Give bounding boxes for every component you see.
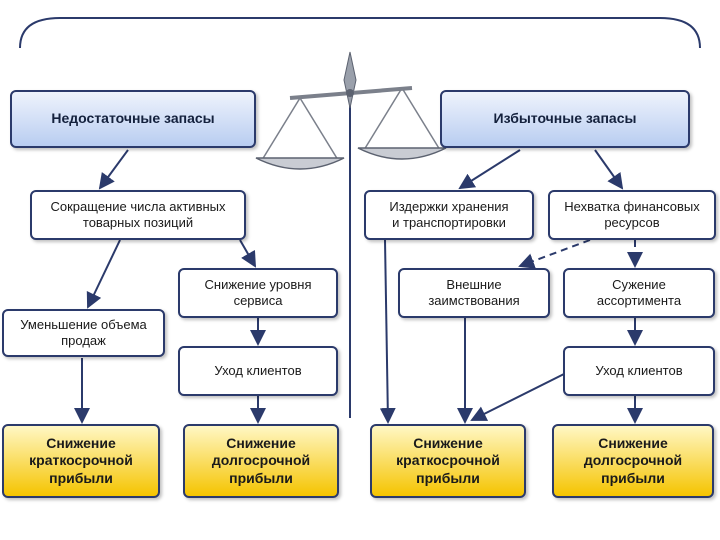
result-short-term-profit-right: Снижение краткосрочной прибыли <box>370 424 526 498</box>
arrow-reduction-to-sales <box>86 239 121 309</box>
top-frame-arc <box>19 17 701 49</box>
box-sales-volume-drop: Уменьшение объема продаж <box>2 309 165 357</box>
arrow-customerloss-to-shortterm <box>470 371 569 421</box>
box-external-borrowing: Внешние заимствования <box>398 268 550 318</box>
arrow-header-to-storage <box>458 149 521 190</box>
header-excess-stock: Избыточные запасы <box>440 90 690 148</box>
result-short-term-profit-left: Снижение краткосрочной прибыли <box>2 424 160 498</box>
arrow-funds-to-borrowing <box>518 239 591 269</box>
box-customer-loss-right: Уход клиентов <box>563 346 715 396</box>
box-assortment-narrowing: Сужение ассортимента <box>563 268 715 318</box>
box-storage-transport-costs: Издержки хранения и транспортировки <box>364 190 534 240</box>
result-long-term-profit-left: Снижение долгосрочной прибыли <box>183 424 339 498</box>
arrow-header-to-reduction <box>98 149 129 190</box>
box-funds-shortage: Нехватка финансовых ресурсов <box>548 190 716 240</box>
result-long-term-profit-right: Снижение долгосрочной прибыли <box>552 424 714 498</box>
balance-scale-icon <box>255 51 447 170</box>
arrow-storage-to-shortterm <box>379 239 396 424</box>
box-service-level-drop: Снижение уровня сервиса <box>178 268 338 318</box>
box-active-positions-reduction: Сокращение числа активных товарных позиц… <box>30 190 246 240</box>
arrow-header-to-funds <box>594 149 624 190</box>
header-insufficient-stock: Недостаточные запасы <box>10 90 256 148</box>
box-customer-loss-left: Уход клиентов <box>178 346 338 396</box>
arrow-reduction-to-service <box>239 239 256 268</box>
